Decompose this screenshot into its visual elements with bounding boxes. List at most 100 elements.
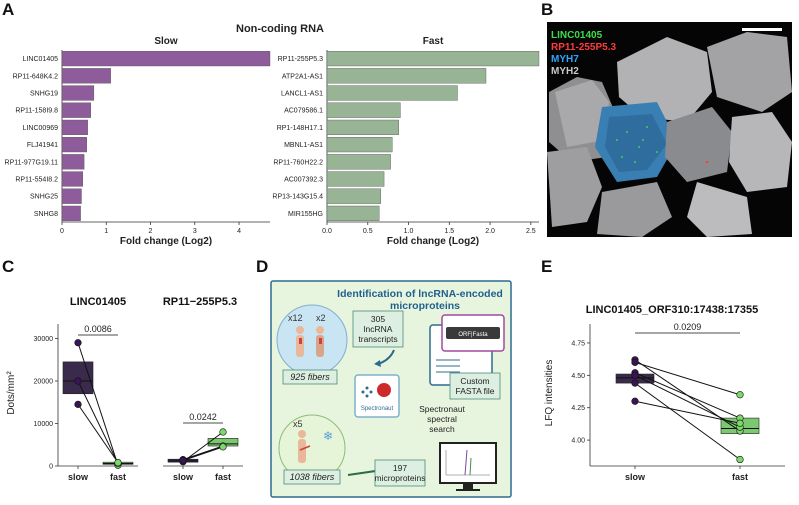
e-pair-line bbox=[634, 372, 741, 419]
x12-label: x12 bbox=[288, 313, 303, 323]
slow-x-tick-label: 0 bbox=[60, 228, 64, 235]
c2-pair-line bbox=[182, 445, 224, 461]
fast-category-label: RP11-255P5.3 bbox=[278, 56, 324, 63]
panel-a-chart: Non-coding RNA Slow Fold change (Log2) L… bbox=[5, 23, 540, 247]
human-figures-icon bbox=[296, 326, 324, 357]
fast-bar bbox=[326, 154, 391, 170]
c2-pvalue: 0.0242 bbox=[189, 412, 217, 422]
fast-bar bbox=[326, 51, 540, 67]
c2-fast-point bbox=[219, 443, 227, 451]
diagram-title-1: Identification of lncRNA-encoded bbox=[337, 288, 503, 300]
e-title: LINC01405_ORF310:17438:17355 bbox=[586, 304, 758, 316]
e-y-tick-label: 4.50 bbox=[571, 373, 585, 380]
slow-bar-chart: Slow Fold change (Log2) LINC01405RP11-64… bbox=[5, 36, 271, 247]
fast-x-tick-label: 1.5 bbox=[444, 228, 454, 235]
fast-subtitle: Fast bbox=[423, 36, 444, 47]
fasta-line1: Custom bbox=[460, 376, 489, 386]
e-y-tick-label: 4.25 bbox=[571, 405, 585, 412]
panel-letter-b: B bbox=[541, 0, 554, 19]
fast-bar bbox=[326, 171, 385, 187]
panel-e-chart: LINC01405_ORF310:17438:17355 LFQ intensi… bbox=[544, 304, 785, 482]
slow-category-label: RP11-648K4.2 bbox=[13, 73, 59, 80]
fast-bar bbox=[326, 102, 401, 118]
slow-x-tick-label: 3 bbox=[193, 228, 197, 235]
fast-x-tick-label: 0.0 bbox=[322, 228, 332, 235]
slow-bar bbox=[61, 137, 87, 153]
slow-subtitle: Slow bbox=[154, 36, 178, 47]
slow-x-tick-label: 2 bbox=[149, 228, 153, 235]
slow-bar bbox=[61, 154, 85, 170]
e-pair-line bbox=[634, 382, 741, 460]
e-x-tick-label: fast bbox=[732, 472, 748, 482]
e-pair-line bbox=[634, 374, 741, 428]
c1-pair-line bbox=[77, 380, 119, 464]
c1-y-tick-label: 0 bbox=[49, 464, 53, 471]
fast-category-label: AC079586.1 bbox=[284, 108, 323, 115]
spectronaut-line2: spectral bbox=[427, 414, 457, 424]
c1-x-tick-label: slow bbox=[68, 472, 89, 482]
e-pair-line bbox=[634, 361, 741, 396]
slow-category-label: RP11-977G19.11 bbox=[5, 159, 59, 166]
slow-bar bbox=[61, 188, 82, 204]
slow-category-label: LINC00969 bbox=[23, 125, 59, 132]
fast-category-label: LANCL1-AS1 bbox=[281, 91, 323, 98]
box-305-line3: transcripts bbox=[358, 334, 397, 344]
x2-label: x2 bbox=[316, 313, 326, 323]
svg-text:❄: ❄ bbox=[323, 429, 333, 443]
c2-x-tick-label: slow bbox=[173, 472, 194, 482]
fast-bar bbox=[326, 205, 380, 221]
c1-pair-line bbox=[77, 342, 119, 466]
panel-letter-e: E bbox=[541, 257, 553, 276]
fast-category-label: RP1-148H17.1 bbox=[277, 125, 323, 132]
slow-category-label: FLJ41941 bbox=[27, 142, 58, 149]
fast-bar-chart: Fast Fold change (Log2) RP11-255P5.3ATP2… bbox=[272, 36, 540, 247]
e-y-tick-label: 4.00 bbox=[571, 438, 585, 445]
e-x-tick-label: slow bbox=[625, 472, 646, 482]
c1-pvalue: 0.0086 bbox=[84, 324, 112, 334]
e-slow-point bbox=[631, 397, 639, 405]
fast-category-label: ATP2A1-AS1 bbox=[282, 73, 323, 80]
fast-category-label: RP13-143G15.4 bbox=[272, 194, 323, 201]
e-slow-point bbox=[631, 358, 639, 366]
legend-myh7: MYH7 bbox=[551, 54, 579, 65]
box-305-line1: 305 bbox=[371, 314, 385, 324]
fast-category-label: RP11-760H22.2 bbox=[273, 159, 323, 166]
fasta-file-text: ORF|Fasta bbox=[458, 332, 488, 338]
c1-x-tick-label: fast bbox=[110, 472, 126, 482]
fast-bar bbox=[326, 68, 487, 84]
c2-slow-point bbox=[179, 456, 187, 465]
c1-slow-point bbox=[74, 400, 82, 408]
slow-bar bbox=[61, 85, 95, 101]
fasta-line2: FASTA file bbox=[455, 386, 494, 396]
e-fast-point bbox=[736, 455, 744, 464]
c1-fast-point bbox=[114, 459, 122, 467]
diagram-title-2: microproteins bbox=[390, 300, 460, 312]
slow-bar bbox=[61, 102, 91, 118]
slow-bar bbox=[61, 51, 271, 67]
fibers-1038-label: 1038 fibers bbox=[290, 472, 335, 482]
fast-x-tick-label: 2.0 bbox=[485, 228, 495, 235]
panel-a-title: Non-coding RNA bbox=[236, 23, 324, 35]
c2-x-tick-label: fast bbox=[215, 472, 231, 482]
fast-bar bbox=[326, 119, 399, 135]
c-rp11-plot: slow fast 0.0242 bbox=[163, 412, 243, 482]
e-slow-point bbox=[631, 379, 639, 387]
c1-slow-point bbox=[74, 339, 82, 347]
slow-bar bbox=[61, 205, 81, 221]
e-fast-point bbox=[736, 391, 744, 399]
slow-category-label: LINC01405 bbox=[23, 56, 59, 63]
c2-fast-point bbox=[219, 428, 227, 436]
fasta-file-icon: ORF|Fasta bbox=[429, 314, 505, 386]
fast-x-tick-label: 2.5 bbox=[526, 228, 536, 235]
monitor-icon bbox=[439, 442, 497, 491]
fast-x-tick-label: 0.5 bbox=[363, 228, 373, 235]
e-pair-line bbox=[634, 400, 741, 424]
spectronaut-logo-text: Spectronaut bbox=[361, 406, 394, 412]
c-y-axis-label: Dots/mm² bbox=[6, 371, 17, 415]
c1-pair-line bbox=[77, 404, 119, 463]
slow-bar bbox=[61, 171, 83, 187]
scale-bar bbox=[742, 28, 782, 31]
c1-y-tick-label: 20000 bbox=[34, 379, 54, 386]
fast-x-axis-label: Fold change (Log2) bbox=[387, 236, 479, 247]
fast-category-label: MBNL1-AS1 bbox=[284, 142, 323, 149]
